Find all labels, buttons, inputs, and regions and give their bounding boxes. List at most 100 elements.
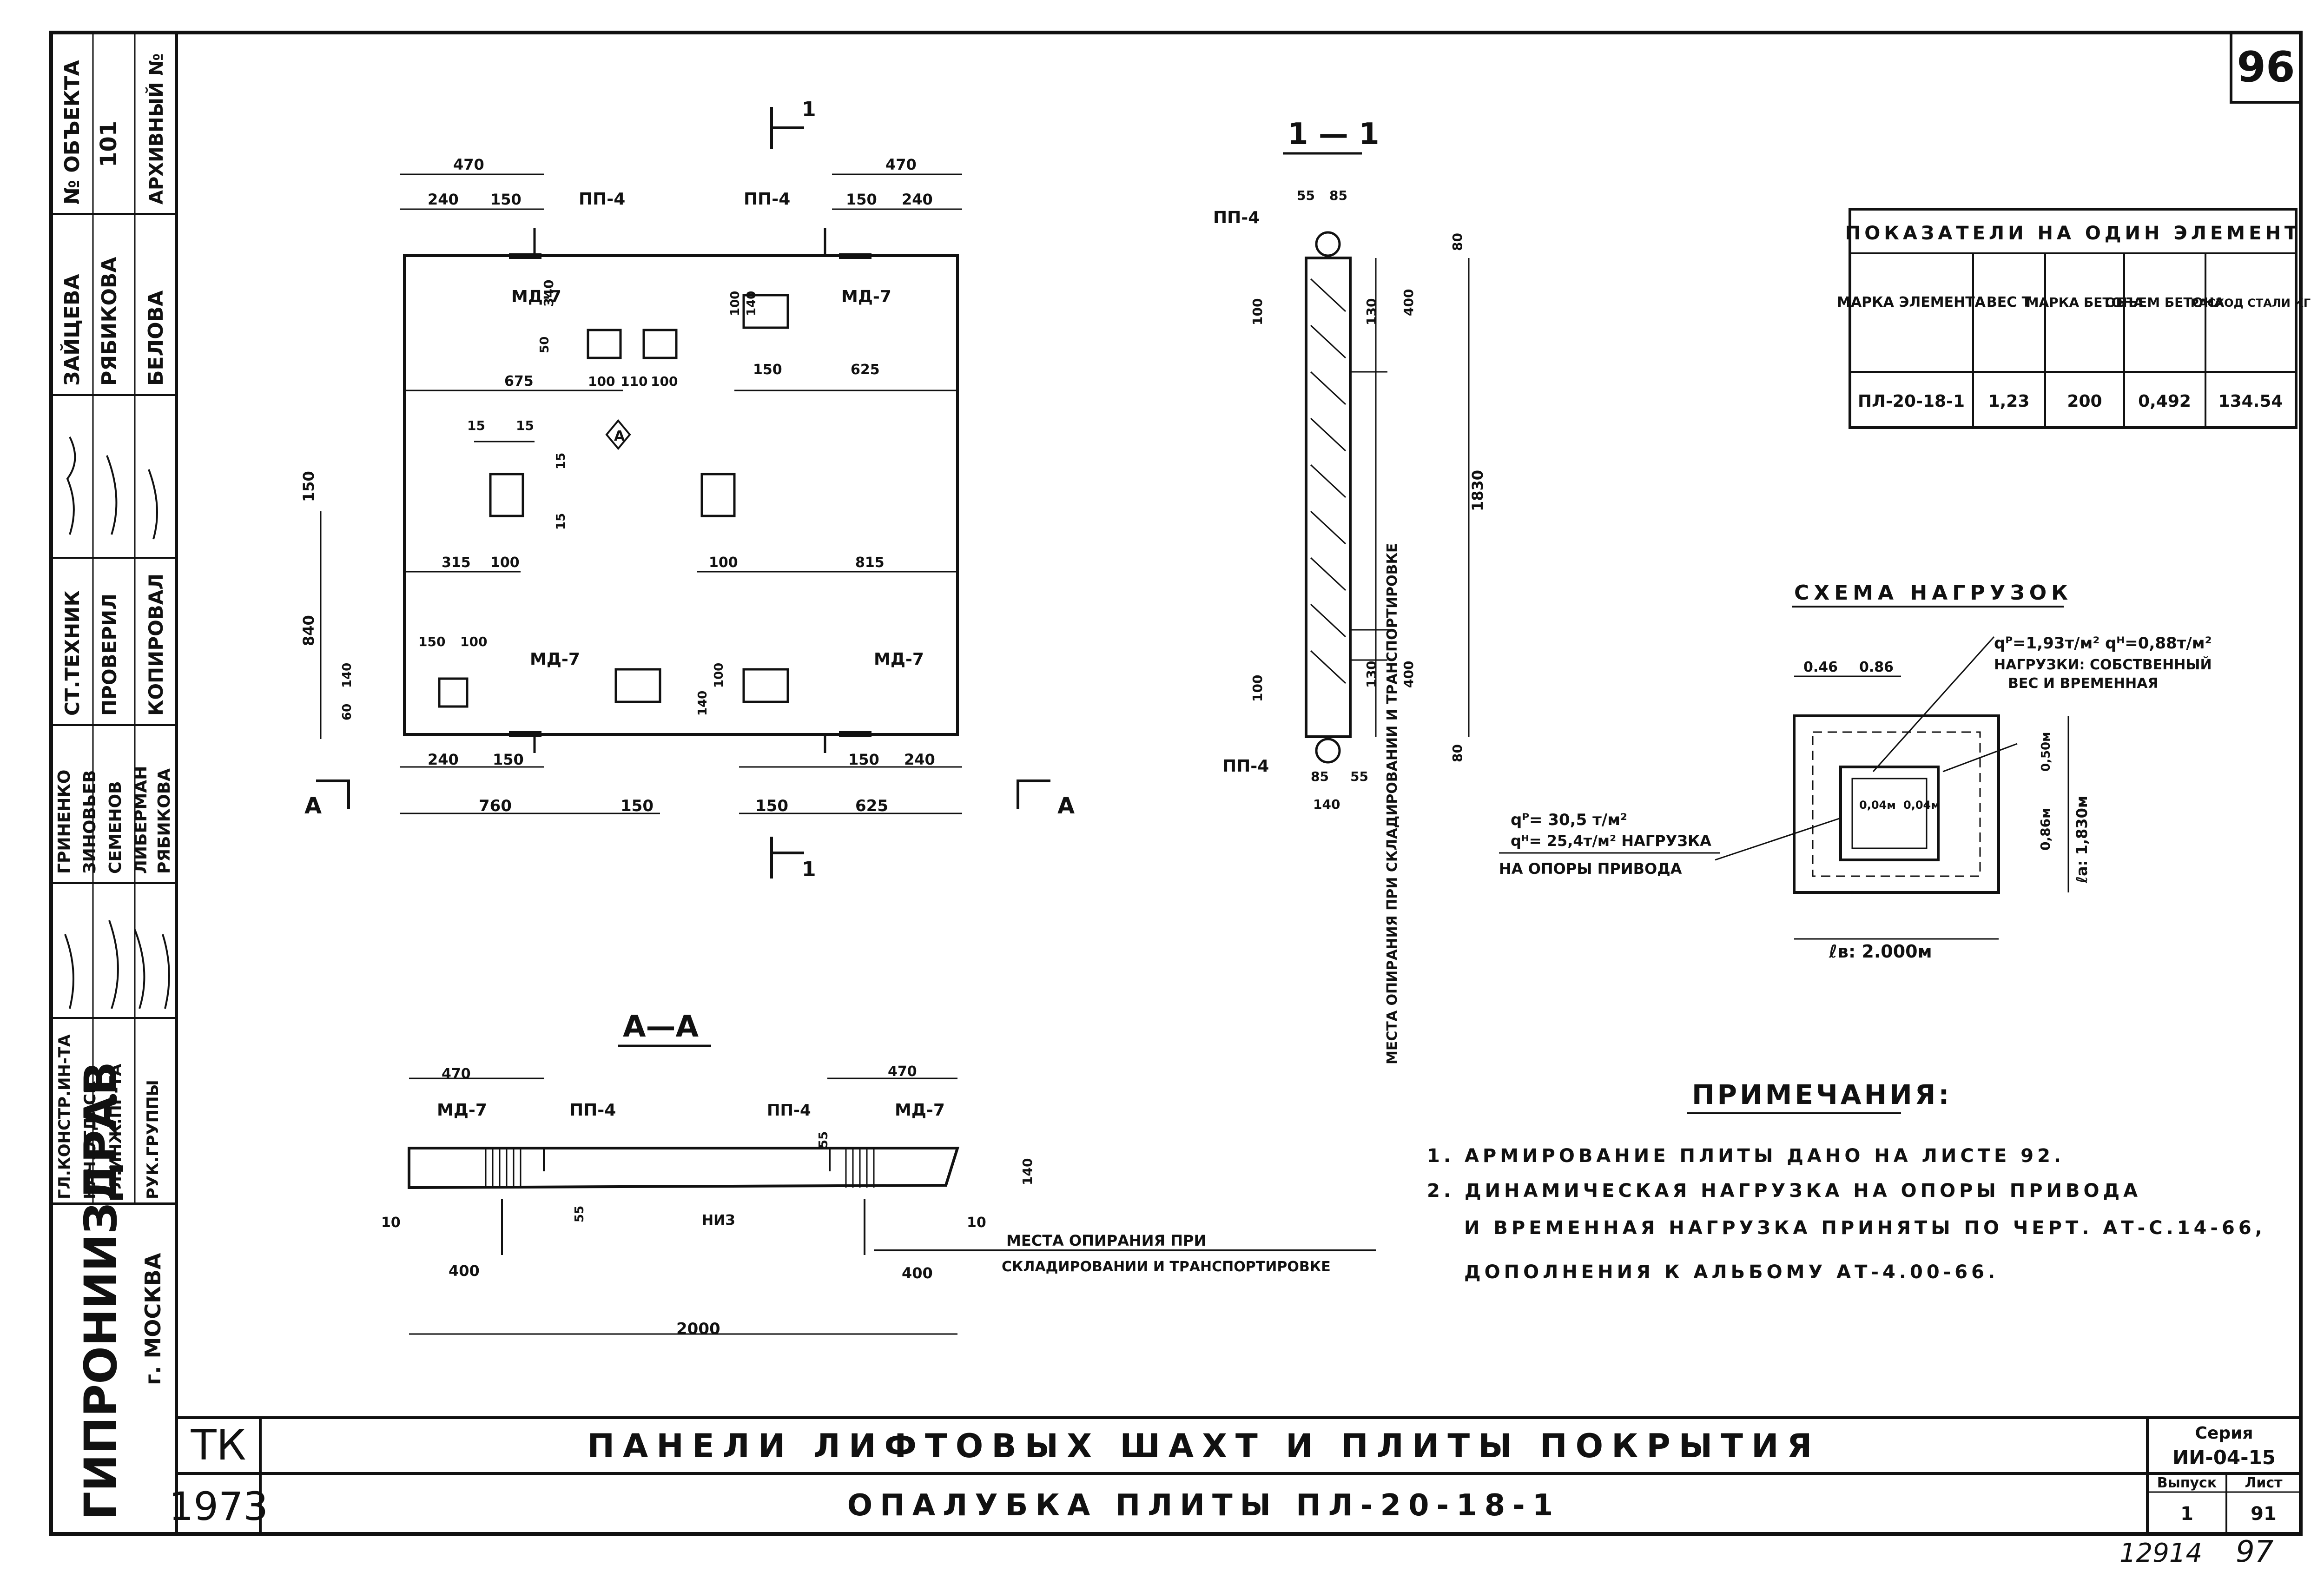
role-2: ГЛ.ИНЖ.ПР-ТА [106,1063,125,1199]
header-mark: МАРКА ЭЛЕМЕНТА [1837,294,1986,310]
name-0: ГРИНЕНКО [55,770,74,874]
loop-label: ПП-4 [579,190,625,209]
opening [489,473,524,517]
dim: 150 [848,751,879,768]
aa-label: ПП-4 [767,1101,811,1120]
section-1-1: 1 — 1 ПП-4 ПП-4 55 85 80 100 130 400 183… [1213,117,1486,1064]
q-support3: НА ОПОРЫ ПРИВОДА [1499,860,1682,878]
dim: 140 [1020,1158,1035,1185]
drawing-title: ОПАЛУБКА ПЛИТЫ ПЛ-20-18-1 [847,1488,1561,1523]
embedded-plate [839,253,872,259]
section-mark-bottom: 1 [802,858,816,881]
aa-label: МД-7 [895,1101,945,1120]
load-scheme-title: СХЕМА НАГРУЗОК [1794,581,2073,605]
dim: 130 [1364,661,1379,688]
dim: 85 [1329,188,1347,203]
dim: 840 [300,615,317,646]
note-1: 1. АРМИРОВАНИЕ ПЛИТЫ ДАНО НА ЛИСТЕ 92. [1427,1145,2065,1167]
indicators-table: ПОКАЗАТЕЛИ НА ОДИН ЭЛЕМЕНТ МАРКА ЭЛЕМЕНТ… [1837,208,2311,429]
name-4: РЯБИКОВА [155,768,174,874]
opening [438,677,469,708]
dim: 150 [755,797,788,815]
la-label: ℓа: 1,830м [2073,796,2091,884]
sheet-frame [49,31,2303,1536]
view-a-marker: А [614,428,625,444]
load-scheme: СХЕМА НАГРУЗОК qᴾ=1,93т/м² qᴴ=0,88т/м² Н… [1499,581,2212,962]
org-code: ТК [191,1421,246,1470]
bottom-page: 97 [2236,1535,2274,1569]
title-block: ТК 1973 ПАНЕЛИ ЛИФТОВЫХ ШАХТ И ПЛИТЫ ПОК… [169,1416,2301,1534]
opening [742,294,789,329]
dim: 100 [1250,298,1265,325]
header-weight: ВЕС Т [1987,294,2032,310]
dim: 675 [504,373,534,390]
dim-050: 0,50м [2039,732,2053,772]
role2-2: КОПИРОВАЛ [145,574,167,716]
header-concrete: МАРКА БЕТОНА [2026,295,2144,310]
dim: 100 [1250,675,1265,702]
dim: 100 [709,555,738,571]
cell-mark: ПЛ-20-18-1 [1858,392,1965,411]
dim: 100 [651,374,678,389]
role-3: РУК.ГРУППЫ [144,1080,162,1199]
dim: 100 [588,374,615,389]
plate-label: МД-7 [511,287,561,306]
dim: 55 [573,1206,587,1222]
year: 1973 [169,1484,268,1529]
sheet-title: ПАНЕЛИ ЛИФТОВЫХ ШАХТ И ПЛИТЫ ПОКРЫТИЯ [588,1427,1821,1465]
q-support2: qᴴ= 25,4т/м² НАГРУЗКА [1511,832,1711,850]
dim: 400 [1401,661,1416,688]
dim: 85 [1311,769,1329,784]
dim: 100 [712,663,726,688]
section-a-a: А—А 470 470 МД-7 ПП-4 ПП-4 МД-7 НИЗ 55 1… [381,1010,1376,1338]
dim: 150 [493,751,524,768]
dim-004b: 0,04м [1903,799,1940,812]
note-4: ДОПОЛНЕНИЯ К АЛЬБОМУ АТ-4.00-66. [1464,1262,1999,1283]
dim: 400 [1401,289,1416,316]
name2-0: ЗАЙЦЕВА [59,274,84,386]
dim: 140 [745,291,759,316]
section-title: 1 — 1 [1287,117,1380,152]
dim: 470 [885,156,917,173]
dim: 150 [418,634,445,649]
dim: 55 [817,1131,831,1148]
name-3: ЛИБЕРМАН [132,766,151,874]
opening [742,668,789,703]
name2-1: РЯБИКОВА [98,257,121,386]
plate-label: МД-7 [841,287,891,306]
dim: 470 [453,156,484,173]
shaft-outline [1793,714,2000,894]
dim: 760 [479,797,512,815]
plan-view: 1 1 А А ПП-4 ПП-4 МД-7 МД-7 МД-7 МД-7 А … [300,98,1075,881]
dim: 340 [541,280,556,307]
dim: 60 [340,704,354,720]
dim-004: 0,04м [1859,799,1896,812]
dim-086: 0,86м [2038,808,2053,851]
notes-title: ПРИМЕЧАНИЯ: [1692,1079,1952,1110]
signatures-1 [66,436,158,540]
dim: 15 [554,513,568,530]
slab-outline [403,254,959,736]
role2-0: СТ.ТЕХНИК [61,590,84,716]
name-2: СЕМЕНОВ [106,781,125,874]
dim: 100 [490,555,520,571]
opening [700,473,736,517]
embedded-plate [839,731,872,737]
loop-label: ПП-4 [744,190,790,209]
header-volume: ОБЪЕМ БЕТОНА [2105,295,2225,310]
note-2: 2. ДИНАМИЧЕСКАЯ НАГРУЗКА НА ОПОРЫ ПРИВОД… [1427,1180,2141,1202]
dim-top1: 0.46 [1803,659,1838,675]
bottom-stamp: 12914 [2119,1538,2202,1568]
org-name: ГИПРОНИИЗДРАВ [75,1062,127,1520]
aa-note2: СКЛАДИРОВАНИИ И ТРАНСПОРТИРОВКЕ [1002,1259,1331,1275]
series-label: Серия [2195,1424,2253,1443]
dim: 150 [621,797,654,815]
dim: 2000 [676,1320,720,1338]
dim: 150 [490,191,522,208]
dim: 80 [1450,744,1465,762]
q-support1: qᴾ= 30,5 т/м² [1511,811,1627,829]
section-a-left: А [304,793,322,819]
aa-label: ПП-4 [569,1101,616,1120]
dim: 140 [696,691,710,716]
aa-label: НИЗ [702,1212,735,1229]
